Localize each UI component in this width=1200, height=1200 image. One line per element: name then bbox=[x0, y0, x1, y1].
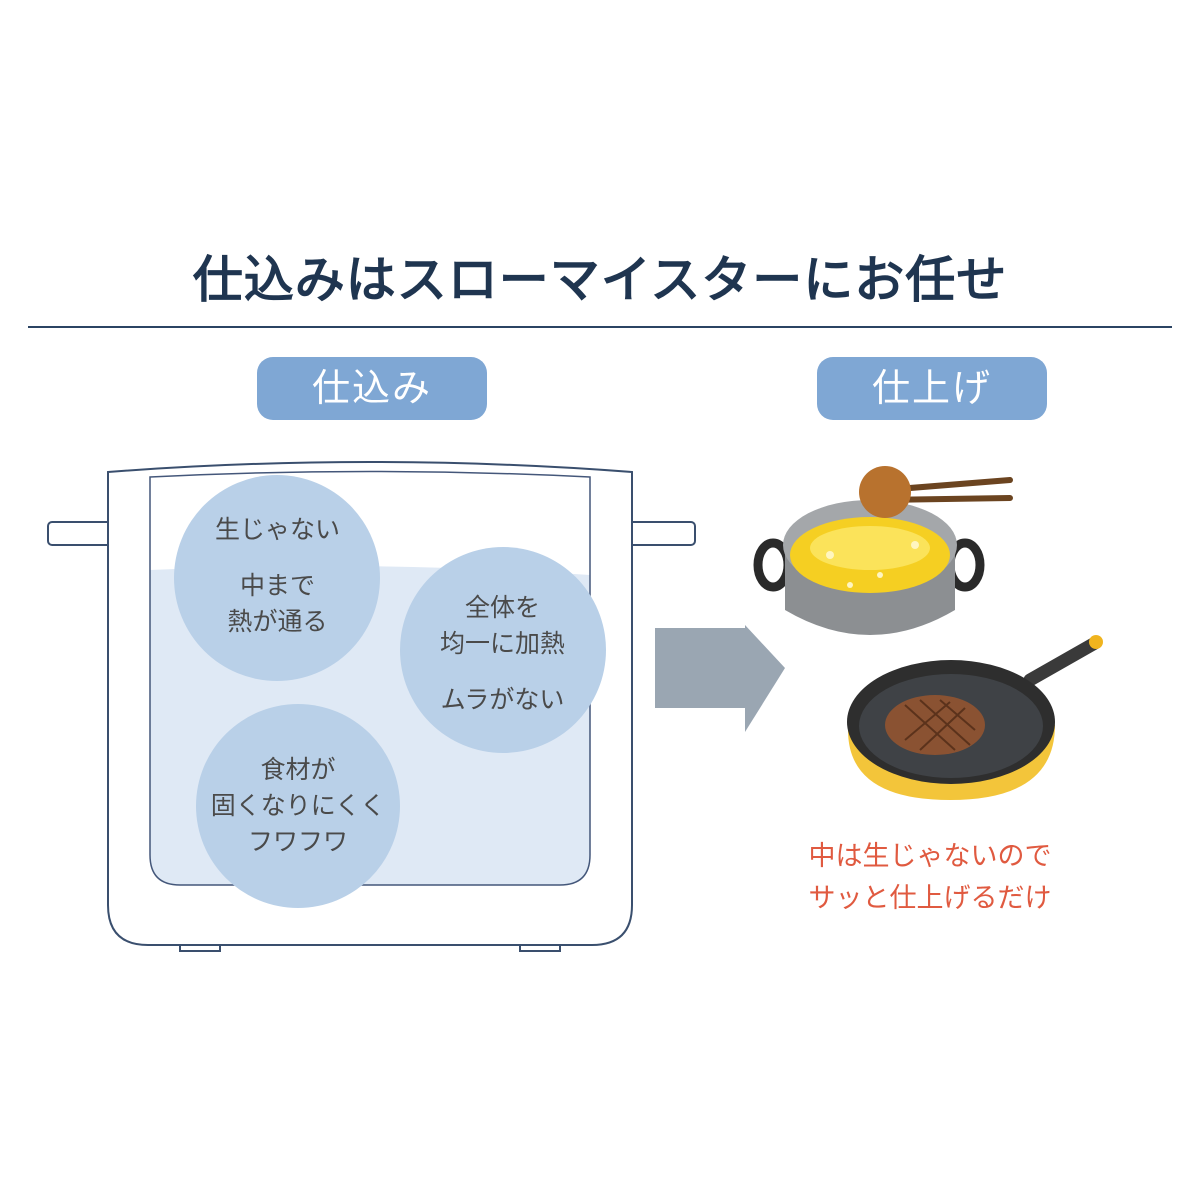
bubble-3-text: 食材が 固くなりにくく フワフワ bbox=[190, 752, 406, 860]
deep-fryer-pot-icon bbox=[753, 466, 1013, 635]
bubble-3-line3: フワフワ bbox=[247, 827, 348, 856]
label-preparation: 仕込み bbox=[257, 357, 487, 420]
frying-pan-icon bbox=[847, 635, 1103, 800]
finishing-note: 中は生じゃないので サッと仕上げるだけ bbox=[760, 836, 1100, 920]
bubble-1-line1: 生じゃない bbox=[214, 515, 340, 544]
bubble-2-text: 全体を 均一に加熱 ムラがない bbox=[400, 590, 605, 718]
arrow-right-icon bbox=[655, 625, 785, 732]
bubble-1-line2: 中まで bbox=[239, 571, 315, 600]
bubble-1-line3: 熱が通る bbox=[227, 607, 328, 636]
title-divider bbox=[28, 326, 1172, 328]
page-title: 仕込みはスローマイスターにお任せ bbox=[192, 251, 1008, 309]
bubble-2-line3: ムラがない bbox=[440, 685, 565, 714]
bubble-3 bbox=[196, 704, 400, 908]
label-finishing: 仕上げ bbox=[817, 357, 1047, 420]
bubble-2 bbox=[400, 547, 606, 753]
bubble-2-line2: 均一に加熱 bbox=[439, 629, 565, 658]
bubble-3-line1: 食材が bbox=[260, 755, 336, 784]
bubble-3-line2: 固くなりにくく bbox=[210, 791, 386, 820]
bubble-1 bbox=[174, 475, 380, 681]
note-line1: 中は生じゃないので bbox=[808, 841, 1052, 872]
note-line2: サッと仕上げるだけ bbox=[808, 883, 1052, 914]
bubble-1-text: 生じゃない 中まで 熱が通る bbox=[175, 512, 380, 640]
bubble-2-line1: 全体を bbox=[464, 593, 540, 622]
